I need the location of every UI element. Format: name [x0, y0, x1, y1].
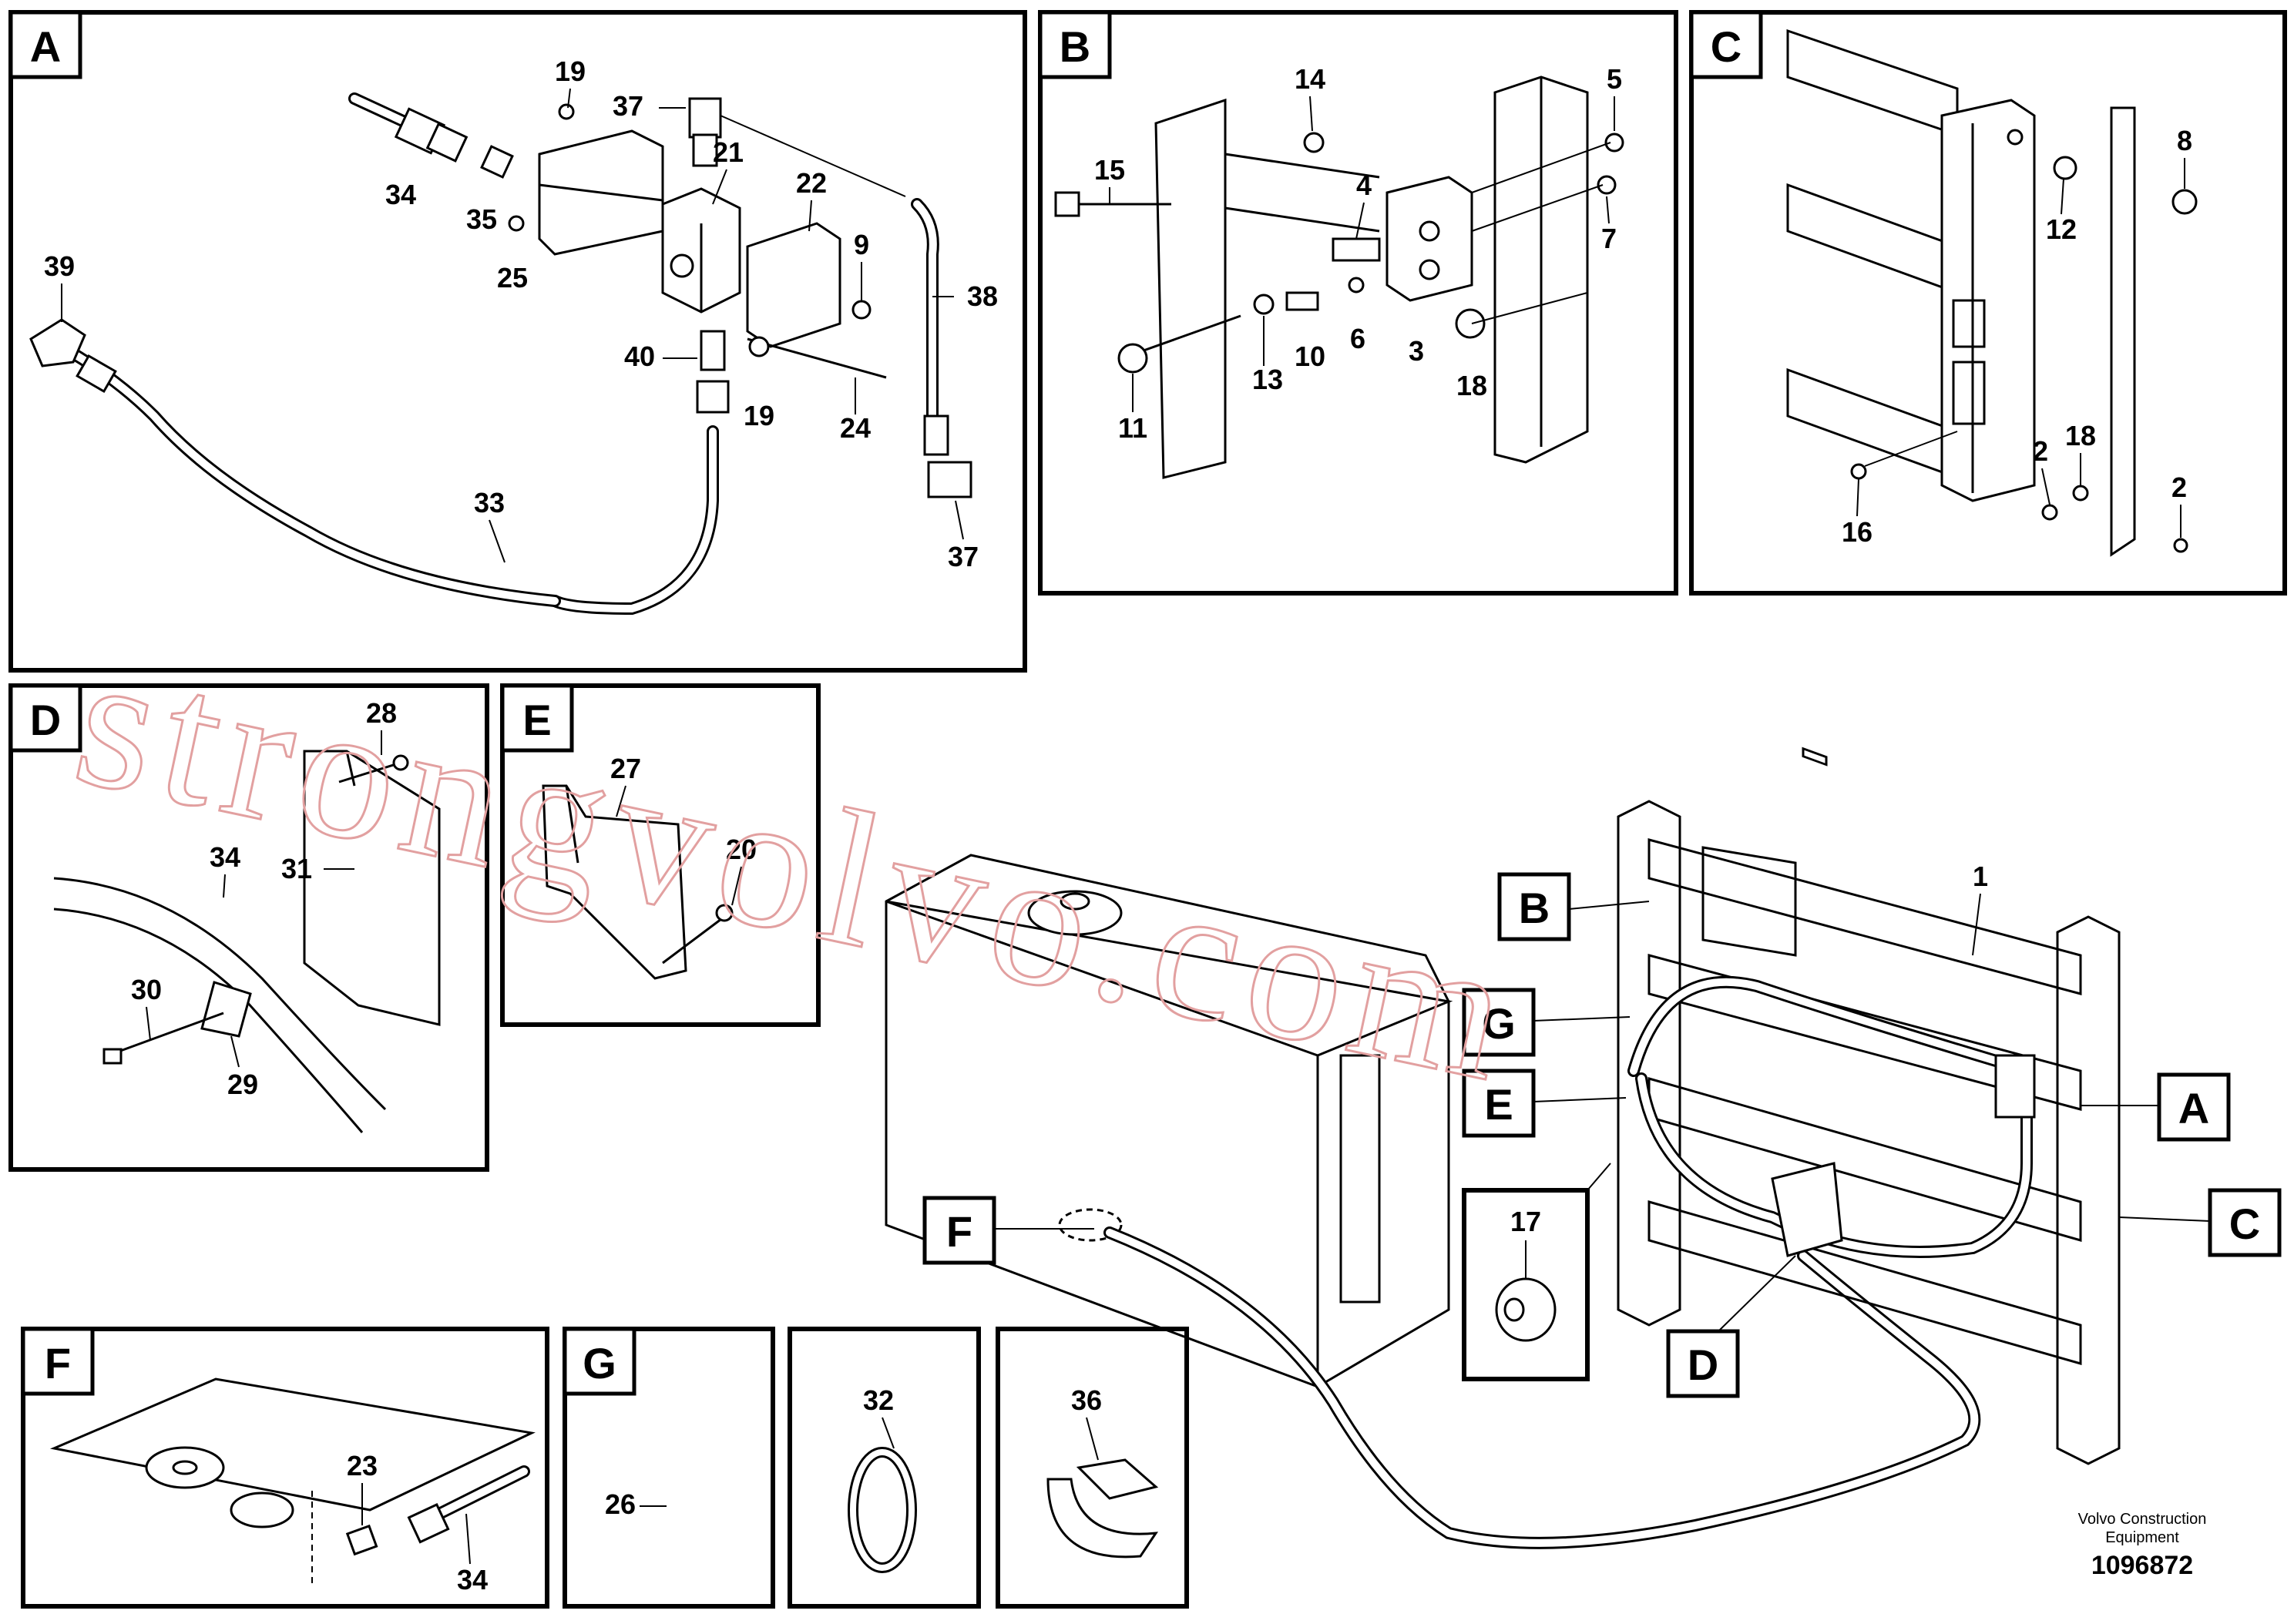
main-tag-a: A [2178, 1084, 2209, 1132]
panel-e: E 27 20 [500, 683, 821, 1027]
panel-f: F 23 34 [21, 1327, 549, 1609]
brand-line-1: Volvo Construction [2078, 1511, 2207, 1528]
panel-b: B 14 5 15 4 7 13 10 6 3 [1038, 10, 1678, 596]
callout-34f: 34 [457, 1564, 488, 1595]
panel-clamp: 36 [996, 1327, 1189, 1609]
callout-1: 1 [1973, 861, 1988, 892]
callout-25: 25 [497, 262, 528, 294]
panel-g-tag: G [583, 1339, 616, 1387]
callout-19a: 19 [555, 55, 586, 87]
callout-34a: 34 [385, 179, 416, 210]
panel-c: C 8 12 2 18 16 2 [1689, 10, 2287, 767]
callout-28: 28 [366, 697, 397, 729]
callout-7: 7 [1601, 223, 1617, 254]
rail-slots [1802, 747, 1828, 767]
panel-cable-tie: 32 [788, 1327, 981, 1609]
callout-24: 24 [840, 412, 871, 444]
panel-g: G 26 [563, 1327, 775, 1609]
callout-26: 26 [605, 1488, 636, 1520]
callout-27: 27 [610, 753, 641, 784]
callout-20: 20 [726, 834, 757, 865]
panel-a-tag: A [30, 22, 61, 71]
main-tag-b: B [1519, 884, 1550, 932]
callout-36: 36 [1071, 1384, 1102, 1416]
callout-39: 39 [44, 250, 75, 282]
callout-2a: 2 [2033, 435, 2048, 467]
callout-10: 10 [1295, 341, 1325, 372]
callout-29: 29 [227, 1069, 258, 1100]
callout-37a: 37 [613, 90, 643, 122]
callout-6: 6 [1350, 323, 1365, 354]
main-assembly: 17 1 B G E A F C D [885, 800, 2282, 1549]
callout-38: 38 [967, 280, 998, 312]
callout-11: 11 [1118, 412, 1147, 444]
callout-3: 3 [1409, 335, 1424, 367]
callout-21: 21 [713, 136, 744, 168]
panel-d: D 28 34 31 30 29 [8, 683, 489, 1172]
callout-4: 4 [1356, 169, 1372, 201]
panel-e-tag: E [522, 696, 551, 744]
callout-40: 40 [624, 341, 655, 372]
callout-19b: 19 [744, 400, 774, 431]
callout-35: 35 [466, 203, 497, 235]
main-tag-e: E [1484, 1080, 1513, 1129]
callout-16: 16 [1842, 516, 1872, 548]
callout-13: 13 [1252, 364, 1283, 395]
drawing-number: 1096872 [2091, 1551, 2193, 1580]
panel-d-tag: D [30, 696, 61, 744]
callout-12: 12 [2046, 213, 2077, 245]
callout-22: 22 [796, 167, 827, 199]
callout-34d: 34 [210, 841, 240, 873]
panel-c-tag: C [1711, 22, 1741, 71]
main-tag-g: G [1482, 999, 1516, 1048]
callout-15: 15 [1094, 154, 1125, 186]
main-tag-f: F [946, 1207, 972, 1256]
panel-a: A [8, 10, 1027, 673]
callout-23: 23 [347, 1450, 378, 1481]
brand-line-2: Equipment [2105, 1529, 2179, 1546]
main-tag-d: D [1688, 1340, 1718, 1389]
callout-17: 17 [1510, 1206, 1541, 1237]
callout-18b: 18 [1456, 370, 1487, 401]
callout-9: 9 [854, 229, 869, 260]
callout-32: 32 [863, 1384, 894, 1416]
callout-5: 5 [1607, 63, 1622, 95]
callout-8: 8 [2177, 125, 2192, 156]
callout-2b: 2 [2171, 471, 2187, 503]
callout-37b: 37 [948, 541, 979, 572]
callout-30: 30 [131, 974, 162, 1005]
panel-f-tag: F [45, 1339, 71, 1387]
callout-14: 14 [1295, 63, 1325, 95]
callout-18c: 18 [2065, 420, 2096, 451]
callout-31: 31 [281, 853, 312, 884]
callout-33: 33 [474, 487, 505, 518]
footer: Volvo Construction Equipment 1096872 [2078, 1511, 2207, 1580]
main-tag-c: C [2229, 1200, 2260, 1248]
panel-b-tag: B [1060, 22, 1090, 71]
